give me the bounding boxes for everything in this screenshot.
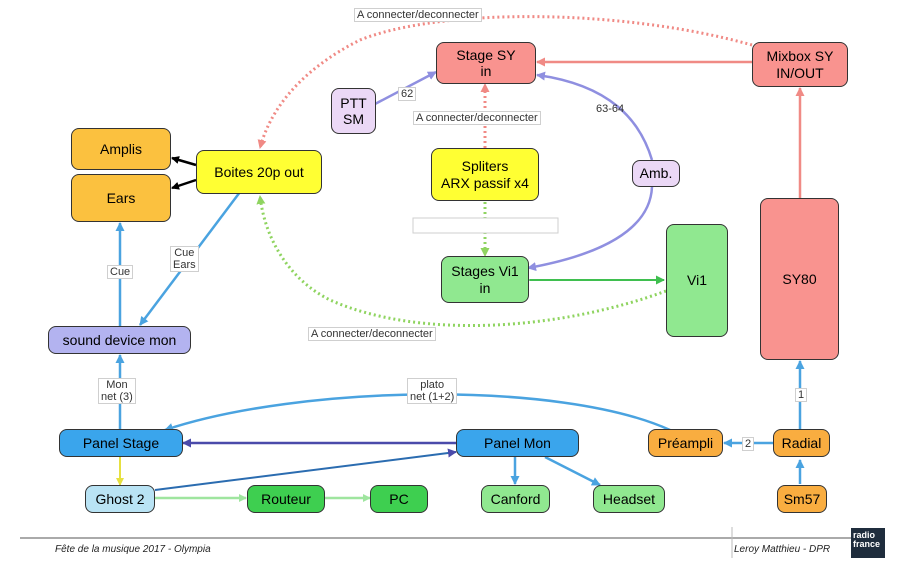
label-bottom-connect: A connecter/deconnecter — [308, 327, 436, 341]
node-panel-stage[interactable]: Panel Stage — [59, 429, 183, 457]
footer-right: Leroy Matthieu - DPR — [734, 544, 831, 555]
node-pc[interactable]: PC — [370, 485, 428, 513]
edge-amb-to-stages-vi1 — [527, 186, 654, 272]
edge-mixbox-to-boites — [257, 15, 753, 149]
node-amplis[interactable]: Amplis — [71, 128, 171, 170]
label-radial-preampli: 2 — [742, 437, 755, 451]
node-amb[interactable]: Amb. — [632, 160, 680, 187]
node-headset[interactable]: Headset — [593, 485, 665, 513]
label-mon-net: Mon net (3) — [98, 378, 136, 404]
label-mid-connect: A connecter/deconnecter — [413, 111, 541, 125]
node-sy80[interactable]: SY80 — [760, 198, 839, 360]
label-radial-sy80: 1 — [795, 388, 808, 402]
edge-boites-to-ears — [171, 178, 197, 190]
radio-france-logo: radio france — [851, 528, 885, 558]
label-ptt-count: 62 — [398, 87, 417, 101]
node-spliters[interactable]: Spliters ARX passif x4 — [431, 148, 539, 201]
blank-label-box — [412, 217, 559, 234]
label-top-connect: A connecter/deconnecter — [354, 8, 482, 22]
label-plato-net: plato net (1+2) — [407, 378, 458, 404]
node-boites-20p-out[interactable]: Boites 20p out — [196, 150, 322, 194]
node-preampli[interactable]: Préampli — [648, 429, 723, 457]
footer-left: Fête de la musique 2017 - Olympia — [55, 544, 211, 555]
node-routeur[interactable]: Routeur — [247, 485, 325, 513]
edge-panel-mon-to-headset — [544, 455, 601, 487]
node-mixbox-sy[interactable]: Mixbox SY IN/OUT — [752, 42, 848, 87]
node-panel-mon[interactable]: Panel Mon — [456, 429, 579, 457]
label-cue: Cue — [107, 265, 134, 279]
edge-boites-to-amplis — [171, 156, 197, 167]
node-sound-device-mon[interactable]: sound device mon — [48, 326, 191, 354]
node-ptt-sm[interactable]: PTT SM — [331, 88, 376, 134]
edge-amb-to-stage-sy — [536, 71, 654, 161]
node-radial[interactable]: Radial — [773, 429, 830, 457]
edge-ghost2-to-panel-mon — [154, 448, 457, 491]
node-vi1[interactable]: Vi1 — [666, 224, 728, 337]
node-canford[interactable]: Canford — [481, 485, 550, 513]
label-cue-ears: Cue Ears — [170, 246, 199, 272]
node-stages-vi1[interactable]: Stages Vi1 in — [441, 256, 529, 303]
label-amb-count: 63-64 — [596, 103, 625, 115]
edge-vi1-to-boites — [256, 195, 667, 328]
node-ears[interactable]: Ears — [71, 174, 171, 222]
node-ghost-2[interactable]: Ghost 2 — [85, 485, 155, 513]
node-stage-sy[interactable]: Stage SY in — [436, 42, 536, 84]
node-sm57[interactable]: Sm57 — [777, 485, 827, 513]
